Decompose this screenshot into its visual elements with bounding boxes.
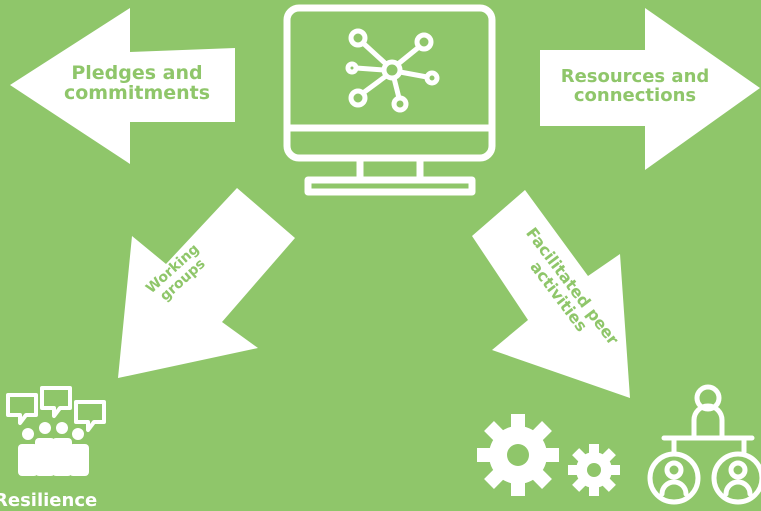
arrow-label-resources: Resources and connections: [560, 66, 710, 106]
arrow-facilitated: [472, 190, 630, 398]
arrow-pledges: [10, 8, 235, 164]
monitor-network-icon: [283, 4, 496, 196]
arrow-resources: [540, 8, 760, 170]
arrow-working-groups: [118, 188, 295, 378]
mentoring-icon: [647, 384, 761, 505]
gears-icon: [477, 414, 620, 496]
speech-bubbles-icon: [6, 386, 106, 432]
resilience-label: Resilience: [0, 490, 98, 511]
people-group-icon: [18, 422, 89, 476]
arrow-label-pledges: Pledges and commitments: [63, 62, 211, 104]
